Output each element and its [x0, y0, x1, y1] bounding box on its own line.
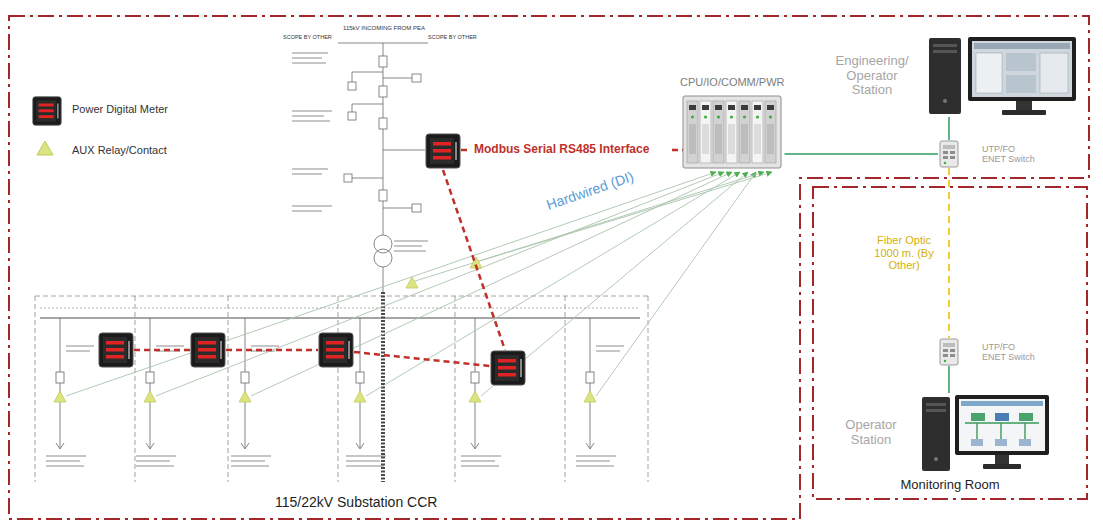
legend-swatch [34, 138, 56, 158]
computer-picture [928, 35, 1078, 117]
scope-note: SCOPE BY OTHER [283, 34, 332, 40]
dashed-boundary [813, 187, 1087, 499]
monitoring-room: Monitoring Room UTP/FO ENET SwitchOperato… [812, 186, 1088, 500]
switch-icon [938, 338, 960, 366]
region-title: Monitoring Room [812, 478, 1088, 493]
modbus-rs485-line [134, 150, 694, 366]
ethernet-link [785, 153, 939, 155]
signal-label: Hardwired (DI) [542, 168, 637, 214]
ethernet-switch: UTP/FO ENET Switch [938, 140, 1040, 168]
plc-rack: CPU/IO/COMM/PWR [680, 76, 785, 172]
ethernet-link [948, 366, 950, 393]
label-holder: SCOPE BY OTHER [428, 34, 477, 40]
label-holder: SCOPE BY OTHER [283, 34, 332, 40]
feeder-panel [35, 296, 648, 482]
engineering-station: Engineering/ Operator Station [830, 35, 1078, 117]
ethernet-link [948, 117, 950, 140]
fiber-optic-link [948, 168, 950, 338]
operator-station: Operator Station [835, 393, 1051, 473]
edge-label-holder: Fiber Optic 1000 m. (By Other) [867, 234, 941, 272]
device-label: UTP/FO ENET Switch [982, 342, 1040, 363]
hardwired-signal-lines [66, 172, 772, 396]
bus-label: Modbus Serial RS485 Interface [472, 143, 651, 157]
device-label: CPU/IO/COMM/PWR [680, 76, 785, 89]
legend-text: Power Digital Meter [72, 103, 168, 116]
label-holder: Hardwired (DI) [542, 168, 637, 214]
legend-item: Power Digital Meter [32, 95, 128, 108]
device-label: UTP/FO ENET Switch [982, 144, 1040, 165]
legend-text: AUX Relay/Contact [72, 144, 167, 157]
label-holder: Modbus Serial RS485 Interface [472, 143, 651, 157]
aux-contacts [54, 257, 596, 402]
scope-note: SCOPE BY OTHER [428, 34, 477, 40]
plc-rack-picture [682, 92, 782, 172]
legend-swatch [32, 95, 62, 127]
link-label: Fiber Optic 1000 m. (By Other) [867, 234, 941, 272]
legend-item: AUX Relay/Contact [34, 138, 129, 151]
computer-picture [921, 393, 1051, 473]
outgoing-feeders [56, 318, 594, 449]
label-holder: 115kV INCOMING FROM PEA [343, 25, 425, 32]
incoming-feeder [338, 43, 428, 292]
device-label: Engineering/ Operator Station [830, 54, 914, 99]
device-label: Operator Station [835, 418, 907, 448]
source-note: 115kV INCOMING FROM PEA [343, 25, 425, 32]
switch-icon [938, 140, 960, 168]
dashed-boundary [9, 16, 1089, 519]
region-title: 115/22kV Substation CCR [275, 494, 437, 510]
ethernet-switch: UTP/FO ENET Switch [938, 338, 1040, 366]
faint-annotation [46, 52, 624, 467]
power-meters [99, 134, 525, 385]
